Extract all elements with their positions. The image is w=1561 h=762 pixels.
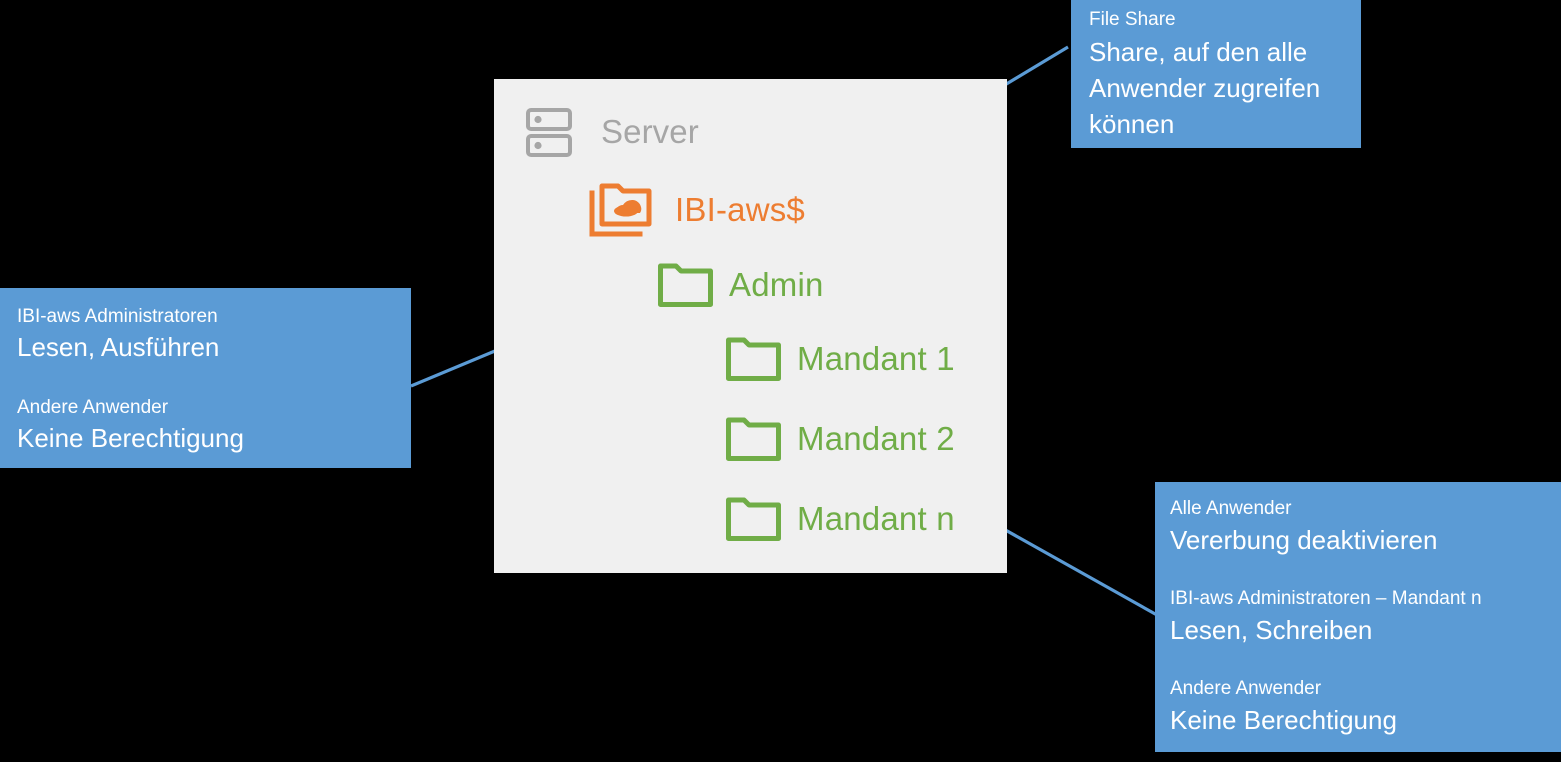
node-mandant-2[interactable]: Mandant 2 (725, 416, 955, 462)
node-admin[interactable]: Admin (657, 262, 824, 308)
callout-share-line-2: Anwender zugreifen (1089, 73, 1321, 103)
node-mandant-n-label: Mandant n (797, 500, 955, 537)
folder-icon (725, 416, 782, 462)
spacer (1170, 558, 1561, 586)
arrow-mandant (981, 516, 1158, 617)
callout-mandant-group-2: IBI-aws Administratoren – Mandant n (1170, 588, 1482, 609)
node-mandant-1-label: Mandant 1 (797, 340, 955, 377)
callout-admin-group-2: Andere Anwender (17, 397, 169, 418)
callout-mandant-rights-3: Keine Berechtigung (1170, 705, 1397, 735)
node-mandant-1[interactable]: Mandant 1 (725, 336, 955, 382)
callout-admin-rights-2: Keine Berechtigung (17, 423, 244, 453)
server-panel: Server IBI-aws$ Admin (494, 79, 1007, 573)
cloud-folder-icon (587, 179, 661, 241)
server-icon (525, 104, 581, 160)
callout-mandant-rights-2: Lesen, Schreiben (1170, 615, 1373, 645)
callout-file-share: File Share Share, auf den alle Anwender … (1071, 0, 1361, 148)
node-share[interactable]: IBI-aws$ (587, 179, 805, 241)
node-server[interactable]: Server (525, 104, 699, 160)
callout-mandant-group-1: Alle Anwender (1170, 498, 1292, 519)
callout-mandant-rights-1: Vererbung deaktivieren (1170, 525, 1438, 555)
spacer (1170, 648, 1561, 676)
node-admin-label: Admin (729, 266, 824, 303)
node-share-label: IBI-aws$ (675, 191, 805, 228)
callout-admin-rights-1: Lesen, Ausführen (17, 332, 220, 362)
node-mandant-n[interactable]: Mandant n (725, 496, 955, 542)
callout-share-title: File Share (1089, 9, 1176, 30)
callout-admin-group-1: IBI-aws Administratoren (17, 306, 218, 327)
callout-mandant-permissions: Alle Anwender Vererbung deaktivieren IBI… (1155, 482, 1561, 752)
callout-share-line-3: können (1089, 109, 1175, 139)
node-server-label: Server (601, 113, 699, 150)
folder-icon (725, 336, 782, 382)
callout-mandant-group-3: Andere Anwender (1170, 678, 1322, 699)
node-mandant-2-label: Mandant 2 (797, 420, 955, 457)
callout-admin-permissions: IBI-aws Administratoren Lesen, Ausführen… (0, 288, 411, 468)
folder-icon (657, 262, 714, 308)
callout-share-line-1: Share, auf den alle (1089, 37, 1308, 67)
spacer (17, 365, 411, 395)
folder-icon (725, 496, 782, 542)
